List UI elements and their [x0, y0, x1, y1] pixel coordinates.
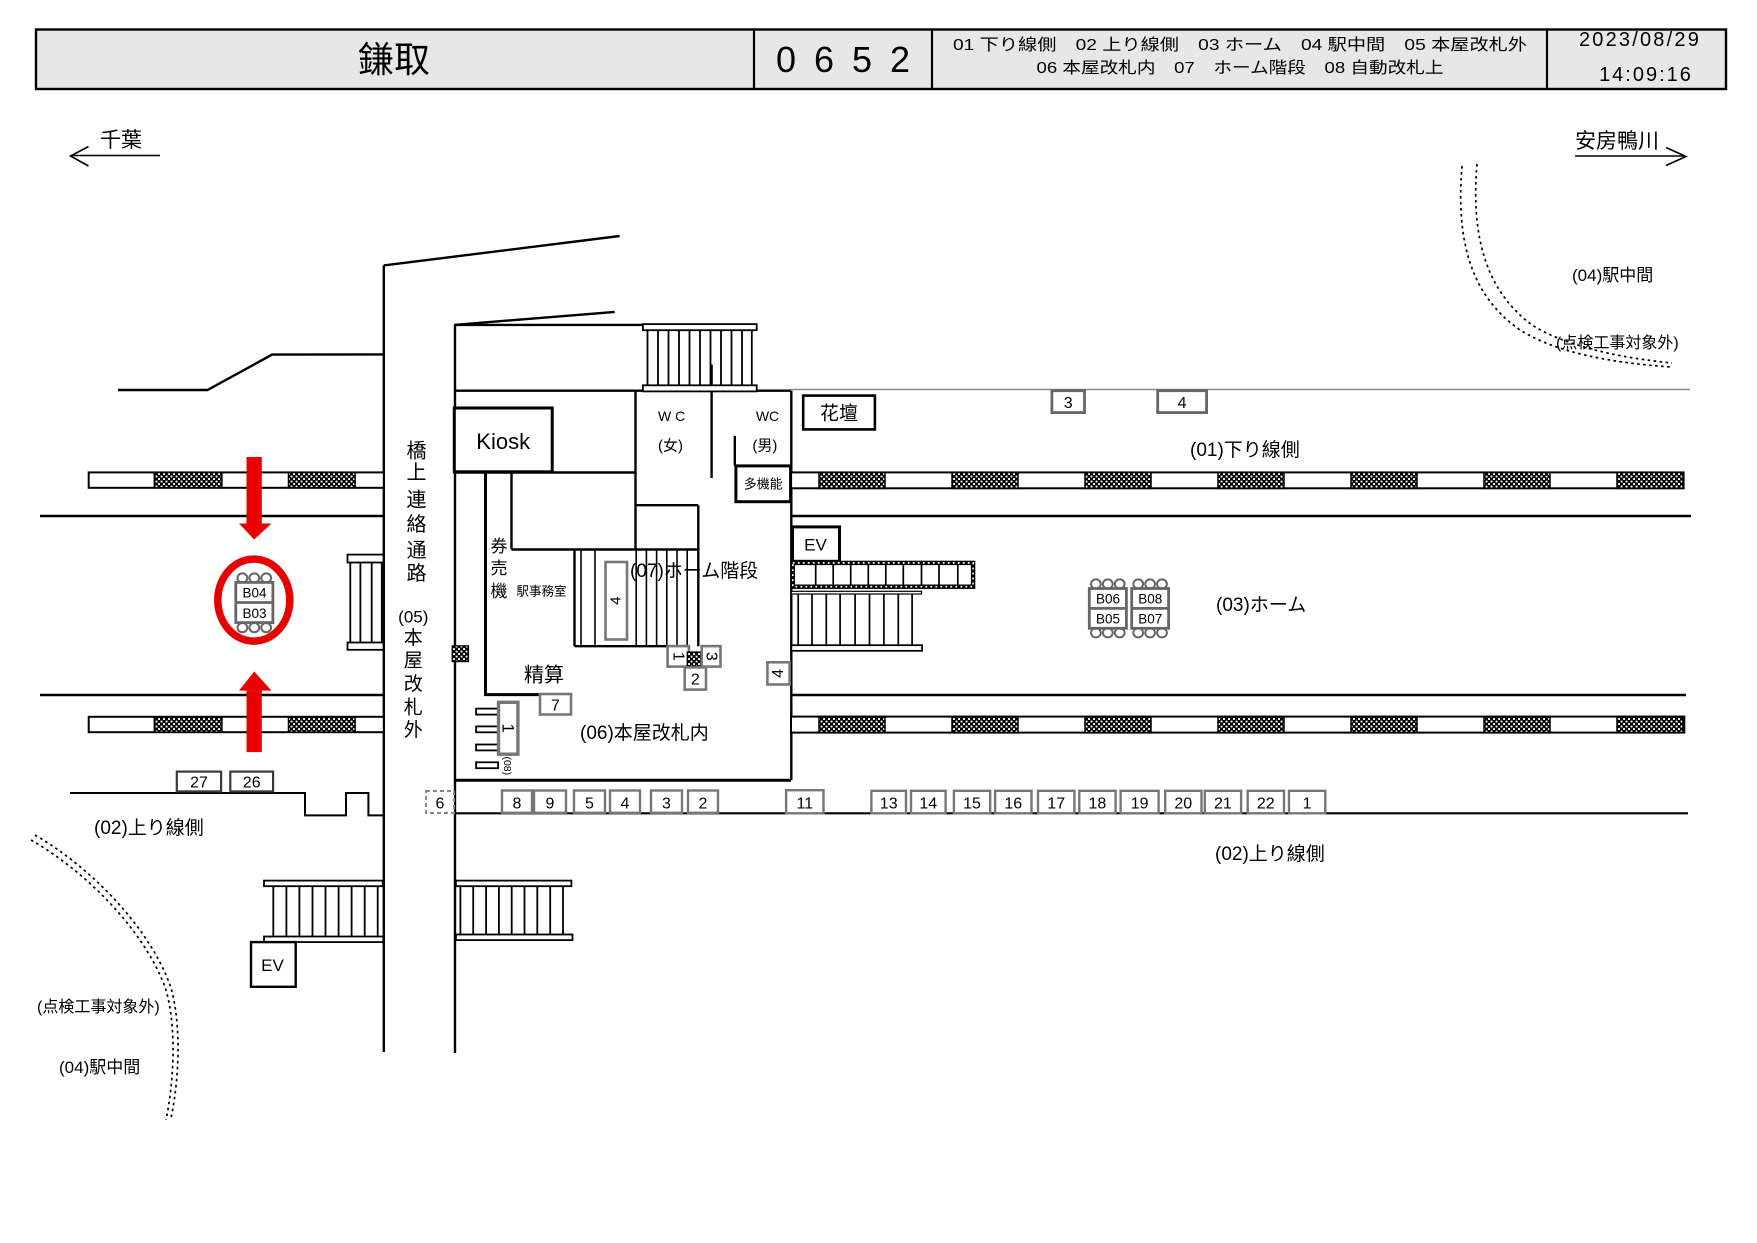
svg-text:(女): (女)	[658, 437, 683, 455]
svg-text:券: 券	[491, 537, 508, 556]
svg-text:WC: WC	[756, 408, 779, 424]
svg-text:屋: 屋	[404, 651, 423, 672]
svg-text:本: 本	[404, 627, 423, 649]
svg-text:EV: EV	[804, 536, 827, 555]
svg-text:8: 8	[513, 796, 522, 813]
svg-text:機: 機	[491, 582, 508, 601]
svg-text:18: 18	[1089, 796, 1107, 813]
svg-text:11: 11	[796, 796, 813, 813]
svg-text:27: 27	[190, 775, 208, 792]
svg-text:3: 3	[662, 796, 671, 813]
svg-text:2: 2	[699, 796, 708, 813]
svg-text:(点検工事対象外): (点検工事対象外)	[1556, 334, 1679, 352]
svg-text:2: 2	[691, 672, 700, 689]
svg-text:4: 4	[608, 597, 625, 605]
svg-text:千葉: 千葉	[100, 129, 142, 152]
svg-text:17: 17	[1047, 796, 1065, 813]
svg-text:3: 3	[1064, 395, 1073, 412]
svg-text:B08: B08	[1138, 592, 1162, 607]
svg-text:20: 20	[1174, 796, 1192, 813]
svg-text:鎌取: 鎌取	[358, 39, 430, 80]
svg-text:06 本屋改札内 07 ホーム階段 08 自動改札上: 06 本屋改札内 07 ホーム階段 08 自動改札上	[1037, 59, 1444, 77]
svg-text:1: 1	[1303, 796, 1312, 813]
svg-text:13: 13	[880, 796, 898, 813]
svg-text:W C: W C	[658, 408, 685, 424]
svg-text:(03)ホーム: (03)ホーム	[1216, 595, 1306, 616]
svg-text:0652: 0652	[776, 39, 928, 80]
svg-text:01 下り線側 02 上り線側 03 ホーム 04 駅中間: 01 下り線側 02 上り線側 03 ホーム 04 駅中間 05 本屋改札外	[953, 36, 1527, 54]
svg-text:5: 5	[585, 796, 594, 813]
svg-text:(男): (男)	[752, 438, 777, 455]
svg-text:(07)ホーム階段: (07)ホーム階段	[630, 560, 758, 582]
svg-text:B05: B05	[1096, 612, 1120, 627]
svg-text:札: 札	[404, 696, 423, 718]
svg-text:上: 上	[407, 461, 427, 484]
svg-text:(02)上り線側: (02)上り線側	[94, 817, 204, 839]
svg-text:15: 15	[963, 796, 981, 813]
svg-text:外: 外	[404, 719, 423, 741]
svg-text:絡: 絡	[407, 513, 427, 536]
svg-text:橋: 橋	[407, 440, 427, 463]
svg-text:4: 4	[621, 796, 630, 813]
svg-text:22: 22	[1257, 796, 1275, 813]
svg-text:(04)駅中間: (04)駅中間	[59, 1058, 140, 1077]
svg-text:(06)本屋改札内: (06)本屋改札内	[580, 722, 709, 744]
svg-text:4: 4	[1178, 395, 1187, 412]
svg-text:(05): (05)	[398, 608, 428, 627]
svg-text:EV: EV	[261, 956, 284, 975]
svg-text:連: 連	[407, 489, 427, 512]
svg-text:(点検工事対象外): (点検工事対象外)	[37, 998, 160, 1016]
svg-text:21: 21	[1214, 796, 1232, 813]
svg-text:B04: B04	[242, 586, 267, 601]
svg-text:多機能: 多機能	[744, 477, 783, 492]
svg-text:路: 路	[407, 562, 427, 585]
svg-text:花壇: 花壇	[820, 403, 858, 425]
svg-text:1: 1	[499, 723, 518, 732]
svg-text:14:09:16: 14:09:16	[1599, 64, 1693, 86]
svg-text:(02)上り線側: (02)上り線側	[1215, 843, 1325, 865]
svg-text:4: 4	[770, 669, 787, 678]
svg-text:B03: B03	[242, 606, 266, 621]
svg-text:9: 9	[546, 796, 555, 813]
svg-text:(08): (08)	[501, 756, 513, 775]
svg-text:3: 3	[703, 652, 720, 661]
svg-text:7: 7	[551, 698, 560, 715]
svg-text:14: 14	[919, 796, 937, 813]
svg-text:6: 6	[436, 796, 445, 813]
svg-text:精算: 精算	[524, 664, 564, 687]
svg-text:B07: B07	[1138, 612, 1162, 627]
svg-text:改: 改	[404, 673, 423, 695]
svg-text:2023/08/29: 2023/08/29	[1579, 29, 1701, 51]
svg-text:19: 19	[1131, 796, 1149, 813]
svg-text:安房鴨川: 安房鴨川	[1575, 130, 1659, 153]
svg-text:通: 通	[407, 539, 427, 562]
svg-text:(04)駅中間: (04)駅中間	[1572, 266, 1653, 285]
svg-text:1: 1	[670, 652, 687, 661]
svg-text:売: 売	[491, 559, 508, 578]
svg-text:(01)下り線側: (01)下り線側	[1190, 439, 1300, 461]
svg-text:26: 26	[243, 775, 261, 792]
svg-text:B06: B06	[1096, 592, 1120, 607]
svg-text:16: 16	[1004, 796, 1022, 813]
svg-text:駅事務室: 駅事務室	[516, 584, 566, 599]
svg-text:Kiosk: Kiosk	[476, 429, 531, 454]
